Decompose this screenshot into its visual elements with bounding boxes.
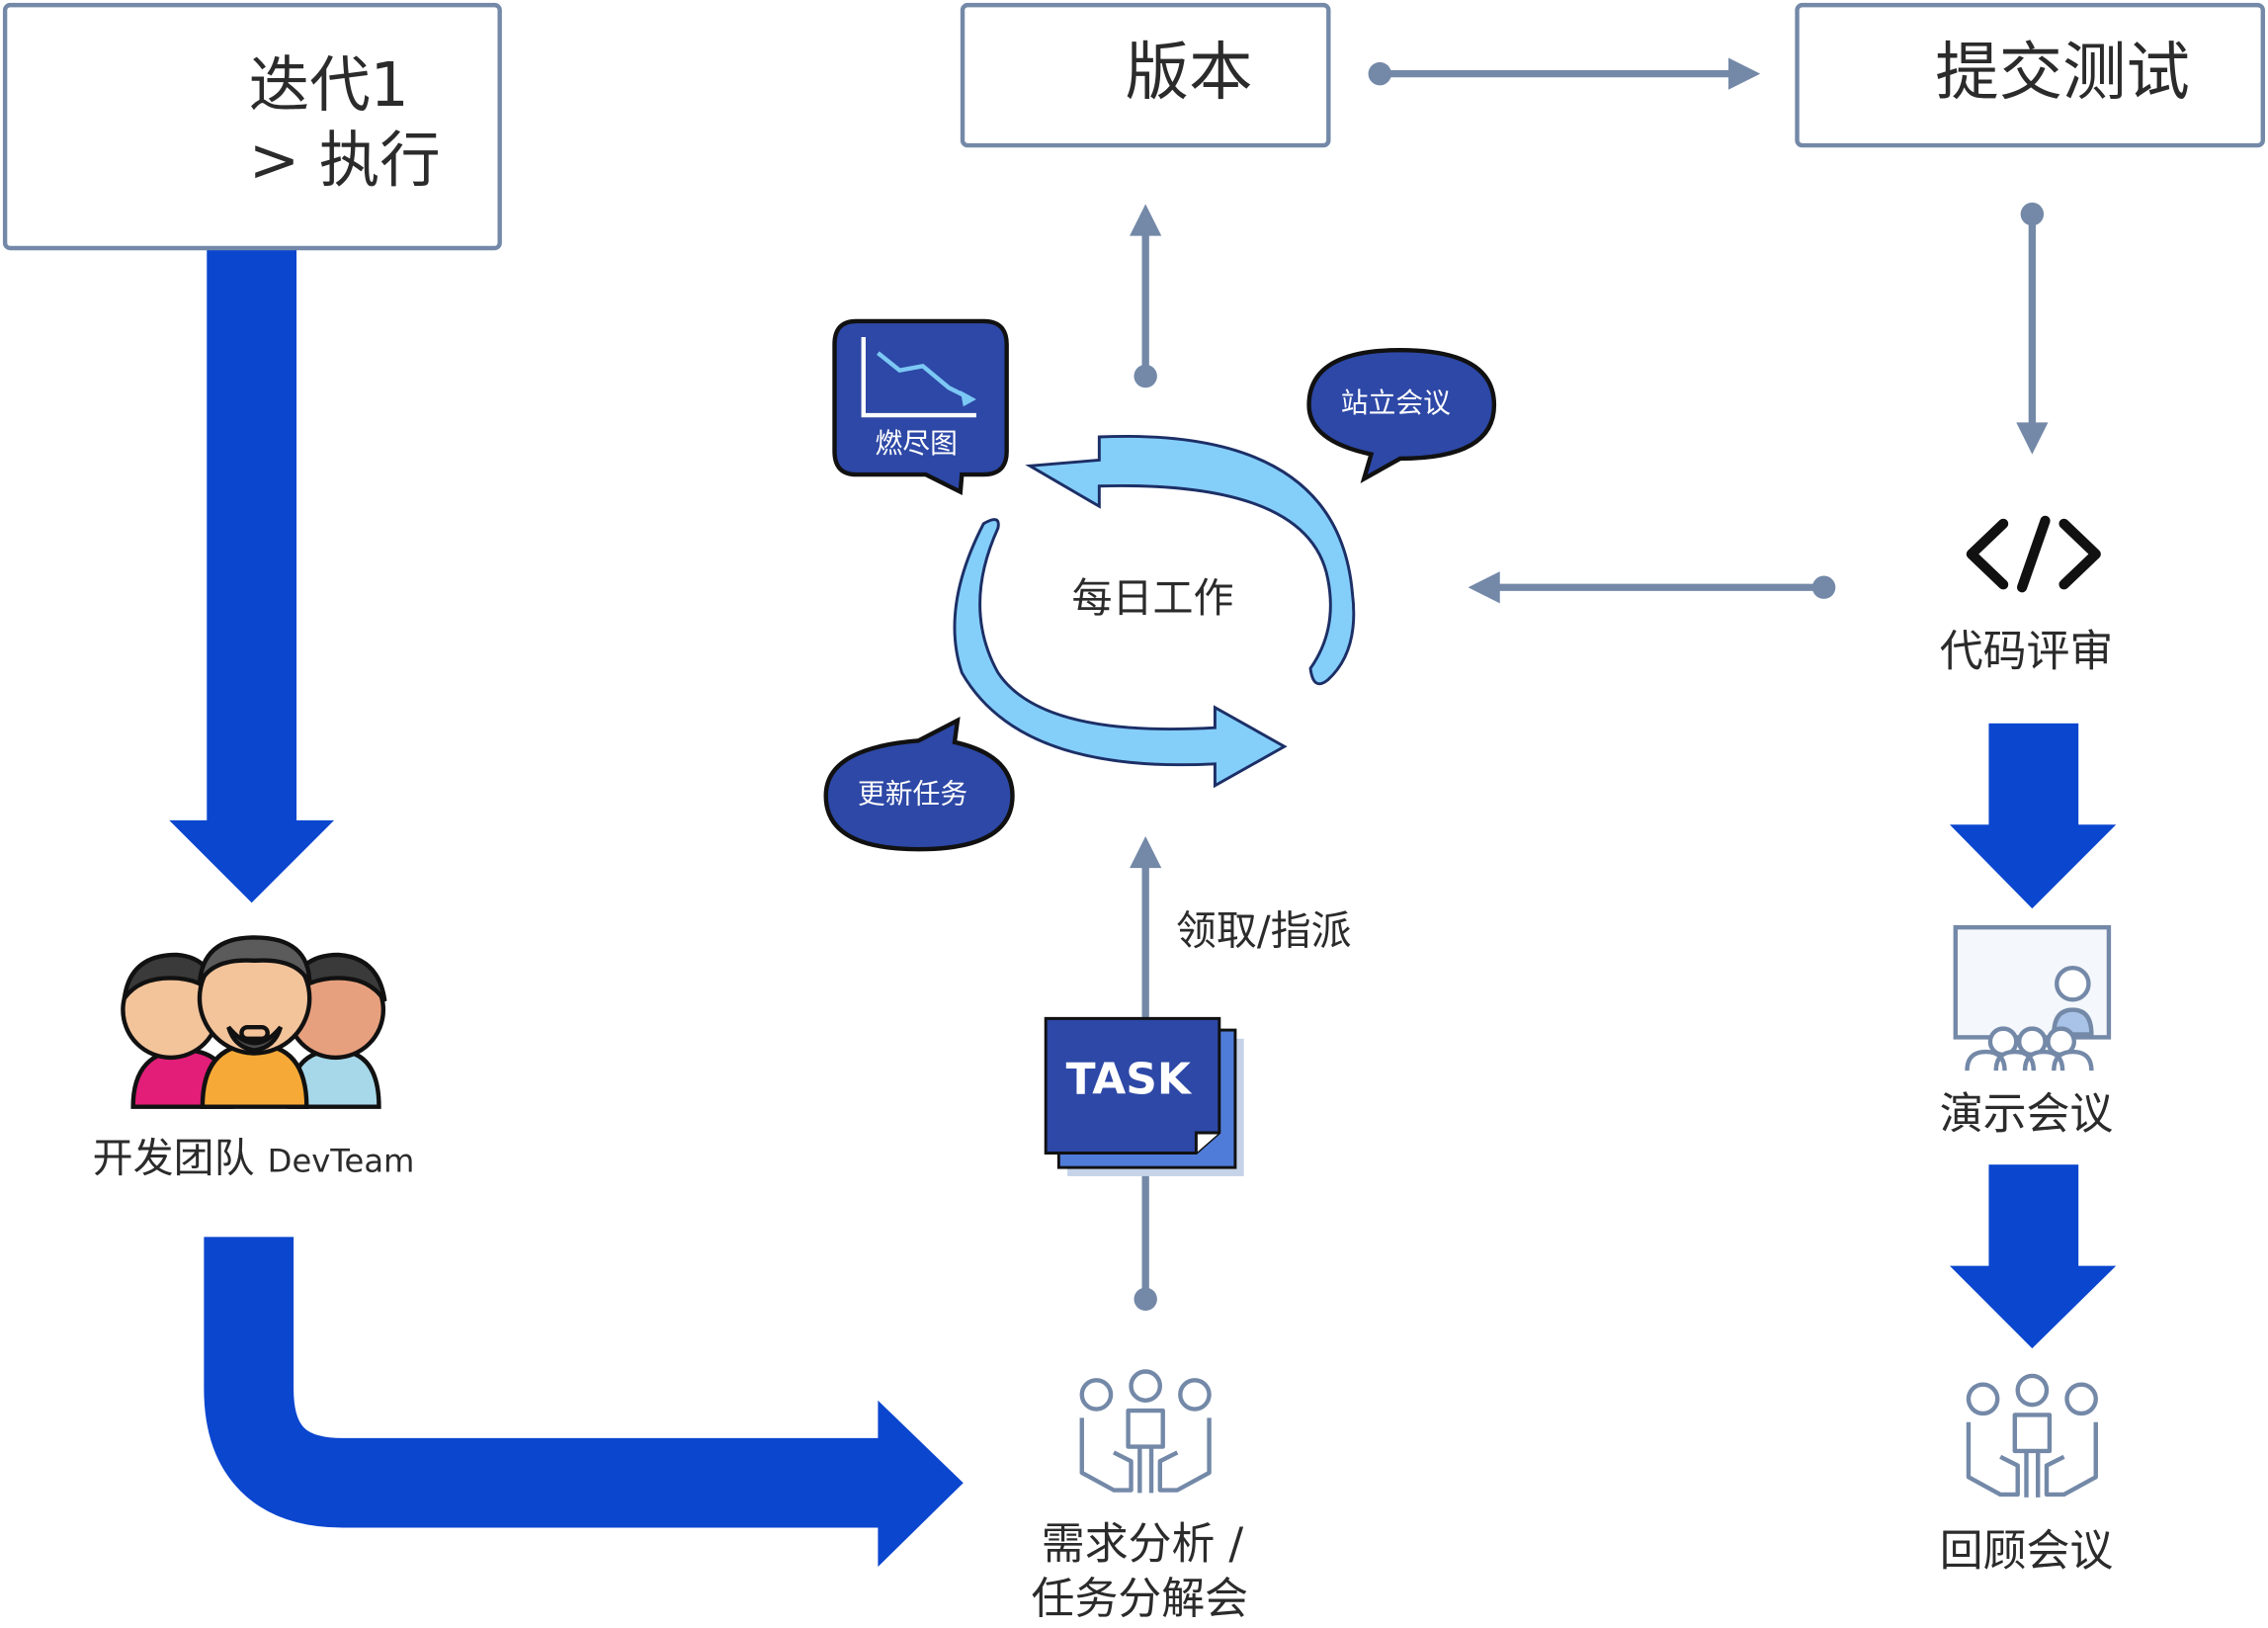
update-tasks-label: 更新任务 (857, 778, 968, 811)
meeting-icon-requirements (1079, 1369, 1212, 1494)
connector-submit-to-review (2016, 202, 2049, 455)
burndown-label: 燃尽图 (875, 428, 958, 461)
flow-arrow-iteration-to-team (169, 248, 335, 903)
task-card-icon (1044, 1016, 1244, 1176)
flow-arrow-review-to-demo (1949, 723, 2117, 909)
connector-review-to-daily (1468, 571, 1836, 604)
dev-team-label-cn: 开发团队 (92, 1134, 255, 1182)
cycle-arrow-top (1025, 434, 1356, 686)
iteration-line2: > 执行 (248, 124, 441, 196)
update-tasks-bubble (823, 716, 1015, 852)
presentation-icon (1953, 924, 2112, 1071)
task-card-label: TASK (1065, 1054, 1191, 1106)
iteration-box (2, 2, 502, 251)
dev-team-label: 开发团队 DevTeam (93, 1133, 415, 1189)
dev-team-label-en: DevTeam (267, 1144, 415, 1181)
standup-bubble (1306, 347, 1497, 483)
version-box[interactable] (960, 2, 1331, 148)
submit-test-box[interactable] (1795, 2, 2265, 148)
daily-work-label: 每日工作 (1071, 574, 1234, 623)
code-review-label: 代码评审 (1939, 626, 2114, 677)
claim-assign-label: 领取/指派 (1175, 906, 1352, 955)
flow-arrow-demo-to-retro (1949, 1164, 2117, 1349)
connector-daily-to-version (1130, 204, 1162, 388)
iteration-line1: 迭代1 (248, 48, 409, 121)
burndown-bubble (832, 318, 1009, 496)
team-avatars-icon (121, 935, 387, 1109)
connector-version-to-submit (1368, 57, 1761, 90)
cycle-arrow-bottom (953, 518, 1288, 789)
submit-test-label: 提交测试 (1935, 36, 2190, 111)
meeting-icon-retro (1966, 1373, 2098, 1498)
retro-meeting-label: 回顾会议 (1939, 1526, 2114, 1578)
code-icon (1966, 515, 2101, 593)
requirements-line2: 任务分解会 (1031, 1574, 1249, 1625)
burndown-chart-icon (861, 337, 976, 418)
demo-meeting-label: 演示会议 (1939, 1089, 2114, 1141)
version-label: 版本 (1125, 36, 1253, 111)
flow-arrow-team-to-requirements (204, 1237, 964, 1568)
standup-label: 站立会议 (1340, 387, 1452, 420)
requirements-line1: 需求分析 / (1041, 1518, 1244, 1571)
